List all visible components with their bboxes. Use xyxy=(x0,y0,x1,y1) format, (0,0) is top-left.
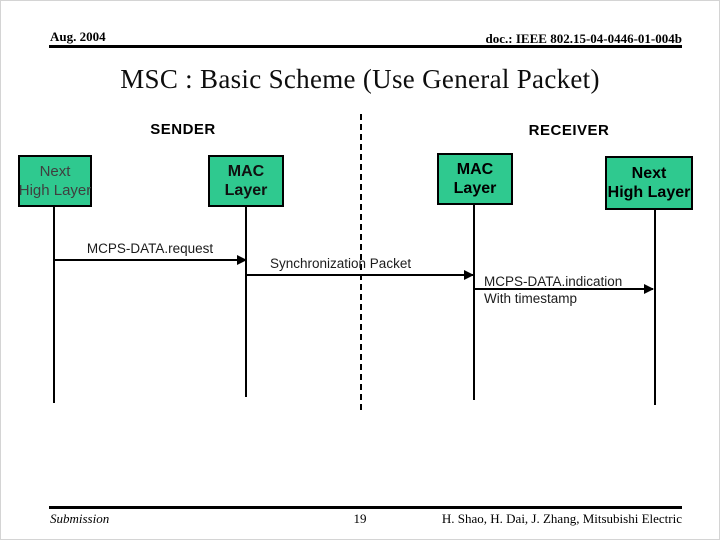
receiver-mac-layer-box: MAC Layer xyxy=(437,153,513,205)
mcps-data-indication-arrow xyxy=(475,284,654,294)
sender-mac-lifeline xyxy=(245,207,247,397)
box-label-line: Next xyxy=(631,165,667,182)
box-label-line: MAC xyxy=(227,163,265,180)
box-label-line: Next xyxy=(39,163,71,180)
synchronization-packet-arrow xyxy=(246,270,474,280)
synchronization-packet-label: Synchronization Packet xyxy=(270,256,412,271)
mcps-data-request-label: MCPS-DATA.request xyxy=(86,241,214,256)
receiver-label: RECEIVER xyxy=(528,122,610,139)
sender-mac-layer-box: MAC Layer xyxy=(208,155,284,207)
header-rule xyxy=(49,45,682,48)
sender-label: SENDER xyxy=(150,121,216,138)
box-label-line: High Layer xyxy=(607,184,691,201)
footer-page-number: 19 xyxy=(353,511,367,526)
footer-rule xyxy=(49,506,682,509)
box-label-line: High Layer xyxy=(18,182,92,199)
receiver-mac-lifeline xyxy=(473,205,475,400)
sender-high-lifeline xyxy=(53,207,55,403)
footer-submission: Submission xyxy=(50,511,110,526)
footer-authors: H. Shao, H. Dai, J. Zhang, Mitsubishi El… xyxy=(441,511,682,526)
box-label-line: MAC xyxy=(456,161,494,178)
slide-title: MSC : Basic Scheme (Use General Packet) xyxy=(120,64,600,94)
header-date: Aug. 2004 xyxy=(50,29,106,44)
box-label-line: Layer xyxy=(453,180,497,197)
box-label-line: Layer xyxy=(224,182,268,199)
receiver-high-lifeline xyxy=(654,210,656,405)
sender-receiver-divider xyxy=(360,114,362,413)
mcps-data-indication-label: MCPS-DATA.indication xyxy=(484,274,623,289)
receiver-next-high-layer-box: Next High Layer xyxy=(605,156,693,210)
mcps-data-request-arrow xyxy=(54,255,247,265)
sender-next-high-layer-box: Next High Layer xyxy=(18,155,92,207)
header-doc-number: doc.: IEEE 802.15-04-0446-01-004b xyxy=(485,31,682,46)
with-timestamp-label: With timestamp xyxy=(484,291,578,306)
